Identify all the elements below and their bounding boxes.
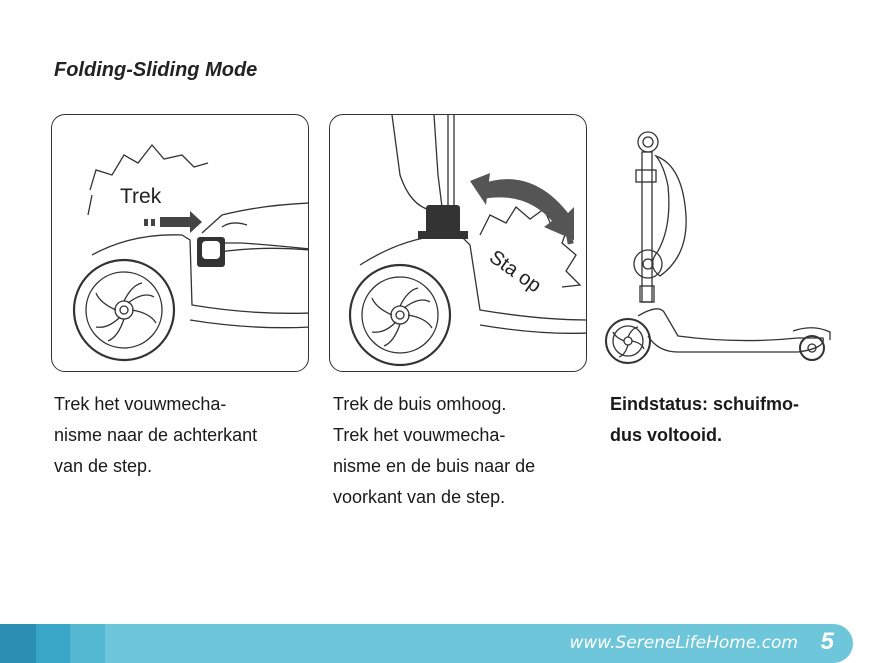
- caption-line: van de step.: [54, 451, 304, 482]
- footer-url[interactable]: www.SereneLifeHome.com: [569, 633, 798, 653]
- footer-block: [0, 624, 36, 663]
- hand: [392, 115, 442, 210]
- caption-line: Eindstatus: schuifmo-: [610, 389, 860, 420]
- caption-line: voorkant van de step.: [333, 482, 583, 513]
- caption-line: Trek de buis omhoog.: [333, 389, 583, 420]
- page-footer: www.SereneLifeHome.com 5: [0, 624, 884, 663]
- stand-up-label: Sta op: [485, 246, 545, 297]
- caption-line: Trek het vouwmecha-: [54, 389, 304, 420]
- page-number: 5: [821, 628, 834, 656]
- illustration-final-state: [598, 126, 838, 376]
- handlebar-knob: [638, 132, 658, 152]
- wheel: [350, 265, 450, 365]
- footer-block: [70, 624, 105, 663]
- handle-tube: [642, 152, 652, 302]
- rear-wheel: [800, 336, 824, 360]
- illustration-pull-mechanism: Trek: [51, 114, 309, 372]
- caption-step-1: Trek het vouwmecha- nisme naar de achter…: [54, 389, 304, 482]
- section-title: Folding-Sliding Mode: [54, 59, 257, 82]
- burst-shape: [90, 145, 208, 190]
- folded-deck: [652, 156, 686, 276]
- footer-block: [36, 624, 70, 663]
- caption-line: nisme en de buis naar de: [333, 451, 583, 482]
- caption-step-2: Trek de buis omhoog. Trek het vouwmecha-…: [333, 389, 583, 513]
- illustration-lift-tube: Sta op: [329, 114, 587, 372]
- caption-line: dus voltooid.: [610, 420, 860, 451]
- pull-label: Trek: [120, 185, 162, 208]
- pull-arrow: [160, 211, 202, 233]
- caption-step-3: Eindstatus: schuifmo- dus voltooid.: [610, 389, 860, 451]
- curved-arrow: [478, 179, 574, 240]
- caption-line: nisme naar de achterkant: [54, 420, 304, 451]
- wheel: [74, 260, 174, 360]
- caption-line: Trek het vouwmecha-: [333, 420, 583, 451]
